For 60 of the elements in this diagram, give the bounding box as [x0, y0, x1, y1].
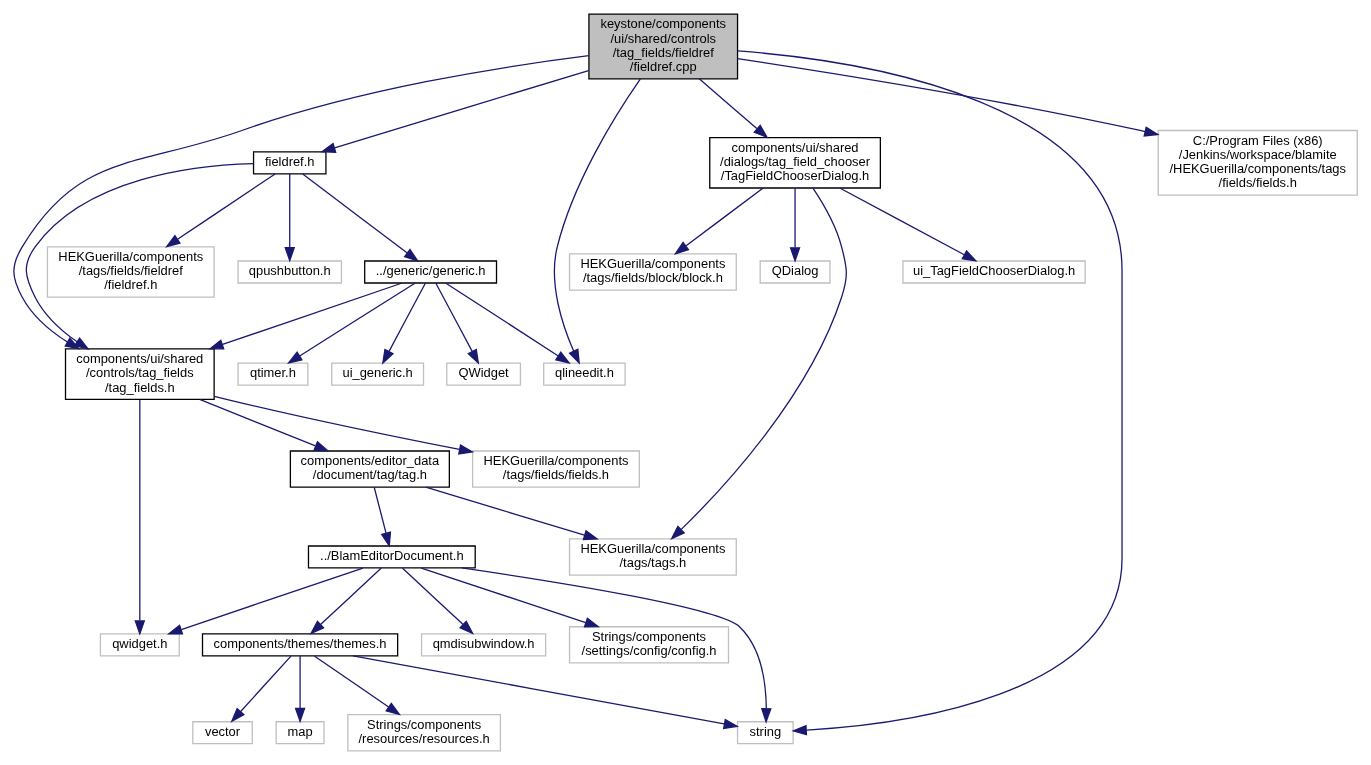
node-box: components/themes/themes.h [201, 633, 399, 657]
arrow [25, 162, 255, 350]
arrow [789, 187, 801, 263]
node-box: C:/Program Files (x86) /Jenkins/workspace/blamite /HEKGuerilla/components/tags /fields/fields.h [1157, 129, 1358, 196]
node-box: qlineedit.h [543, 362, 626, 386]
arrow [134, 399, 146, 636]
arrow [670, 187, 847, 540]
node-box: HEKGuerilla/components /tags/fields/block/block.h [568, 253, 737, 291]
arrow [166, 567, 364, 635]
arrow [401, 567, 475, 635]
arrow [199, 398, 330, 452]
arrow [381, 282, 426, 365]
arrow [435, 282, 480, 365]
arrow [839, 187, 978, 262]
arrow [208, 282, 403, 350]
arrow [286, 282, 416, 364]
arrow [373, 486, 392, 548]
arrow [420, 567, 601, 628]
node-box: map [275, 721, 325, 745]
arrow [294, 655, 306, 724]
node-box: vector [192, 721, 253, 745]
node-box: qmdisubwindow.h [420, 633, 547, 657]
arrow [352, 655, 740, 730]
node-box: fieldref.h [252, 151, 327, 175]
node-box: ui_TagFieldChooserDialog.h [902, 260, 1086, 284]
node-box: HEKGuerilla/components /tags/fields/fieldref /fieldref.h [46, 246, 215, 298]
node-box: components/ui/shared /controls/tag_fields /tag_fields.h [64, 348, 215, 400]
arrow [230, 655, 292, 723]
node-box: string [736, 721, 794, 745]
arrow [425, 486, 599, 541]
arrow [313, 655, 401, 716]
node-box: qwidget.h [99, 633, 180, 657]
arrow [13, 55, 590, 350]
node-box: QWidget [446, 362, 522, 386]
arrow [309, 567, 382, 635]
arrow [736, 58, 1160, 137]
node-box: HEKGuerilla/components /tags/tags.h [568, 538, 737, 576]
arrow [165, 173, 276, 248]
node-box: Strings/components /resources/resources.h [347, 714, 502, 752]
node-box: Strings/components /settings/config/config.h [568, 626, 730, 664]
node-box: ui_generic.h [331, 362, 425, 386]
node-box: keystone/components /ui/shared/controls /tag_fields/fieldref /fieldref.cpp [588, 13, 739, 80]
node-box: HEKGuerilla/components /tags/fields/fields.h [471, 450, 640, 488]
node-box: ../BlamEditorDocument.h [307, 545, 476, 569]
node-box: qpushbutton.h [237, 260, 343, 284]
node-box: QDialog [759, 260, 831, 284]
arrow [461, 567, 772, 724]
arrow [213, 395, 475, 455]
arrow [673, 187, 764, 255]
arrow [698, 78, 769, 139]
arrow [445, 282, 571, 364]
arrow [737, 50, 1123, 736]
node-box: components/ui/shared /dialogs/tag_field_chooser /TagFieldChooserDialog.h [709, 136, 881, 189]
arrow [553, 78, 642, 365]
arrow [302, 173, 420, 263]
arrow [284, 173, 296, 263]
arrow [320, 69, 590, 153]
node-box: qtimer.h [237, 362, 309, 386]
node-box: components/editor_data /document/tag/tag.h [289, 450, 450, 488]
node-box: ../generic/generic.h [364, 260, 498, 284]
